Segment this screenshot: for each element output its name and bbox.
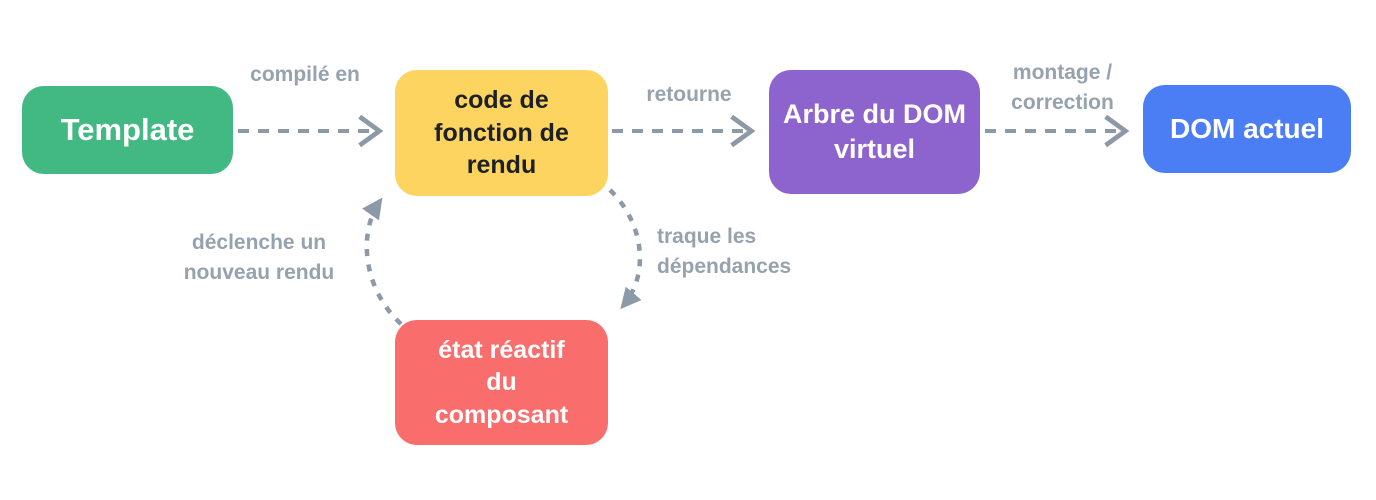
node-state-line: composant	[434, 400, 569, 429]
node-vdom-line: Arbre du DOM	[782, 98, 966, 129]
edge-label-mount-patch: montage / correction	[975, 58, 1150, 118]
edge-label-line: correction	[1011, 90, 1114, 114]
edge-label-line: retourne	[646, 83, 732, 106]
edge-label-returns: retourne	[609, 80, 769, 110]
node-render-function-code: code de fonction de rendu	[395, 70, 608, 196]
node-actual-dom: DOM actuel	[1143, 85, 1351, 173]
node-reactive-state: état réactif du composant	[395, 320, 608, 445]
node-render-line: code de	[454, 86, 549, 115]
edge-label-line: dépendances	[657, 254, 792, 278]
arrow-tracks-dependencies	[608, 188, 643, 310]
node-template: Template	[22, 86, 233, 174]
node-state-line: état réactif	[438, 335, 565, 364]
node-render-line: fonction de	[434, 118, 569, 147]
edge-label-tracks-dependencies: traque les dépendances	[657, 222, 867, 282]
node-render-line: rendu	[466, 151, 537, 180]
node-state-line: du	[486, 368, 517, 397]
edge-label-line: nouveau rendu	[183, 260, 335, 284]
edge-label-compile: compilé en	[225, 60, 385, 90]
edge-label-line: compilé	[250, 63, 330, 86]
edge-label-line: traque les	[657, 225, 757, 248]
node-dom-label: DOM actuel	[1169, 113, 1325, 144]
arrow-triggers-rerender	[362, 197, 403, 326]
node-virtual-dom-tree: Arbre du DOM virtuel	[769, 70, 980, 194]
node-vdom-line: virtuel	[833, 134, 916, 164]
node-template-label: Template	[60, 112, 195, 147]
edge-label-line: en	[335, 63, 360, 86]
edge-label-line: déclenche un	[191, 231, 327, 254]
edge-label-triggers-rerender: déclenche un nouveau rendu	[163, 228, 355, 288]
edge-label-line: montage /	[1012, 61, 1113, 84]
